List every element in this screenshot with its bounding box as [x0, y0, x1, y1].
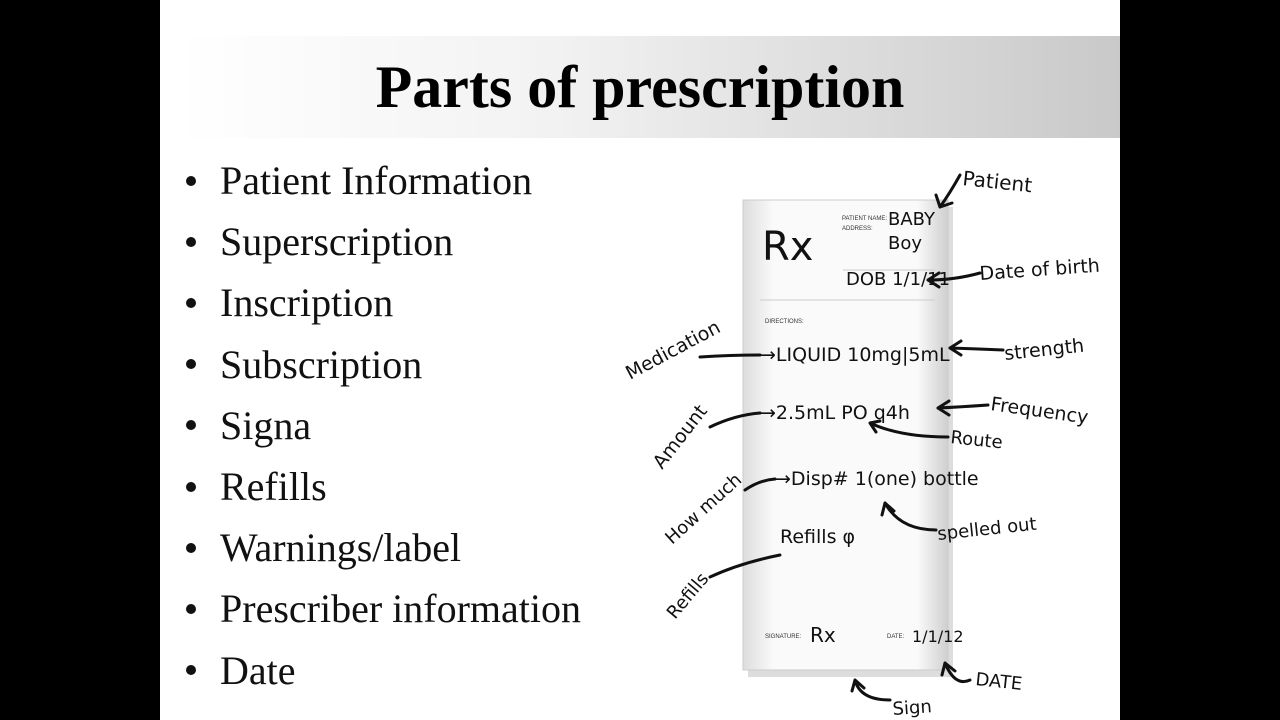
- bullet-item: Signa: [180, 395, 581, 456]
- refills-annotation: Refills: [663, 569, 713, 623]
- bullet-dot-icon: [186, 297, 196, 308]
- arrow-icon: [934, 173, 962, 209]
- slide-title: Parts of prescription: [375, 54, 905, 120]
- how-much-annotation: How much: [661, 469, 746, 548]
- patient-name-line1: BABY: [888, 209, 936, 230]
- arrow-icon: [940, 661, 972, 684]
- arrow-icon: [880, 501, 938, 532]
- prescription-illustration: Rx PATIENT NAME: ADDRESS: DIRECTIONS: SI…: [622, 166, 1101, 720]
- bullet-dot-icon: [186, 359, 196, 370]
- date-of-birth-annotation: Date of birth: [979, 255, 1101, 285]
- signature-label: SIGNATURE:: [765, 634, 802, 640]
- strength-annotation: strength: [1003, 335, 1085, 365]
- bullet-dot-icon: [186, 481, 196, 492]
- amount-value: →2.5mL PO q4h: [760, 402, 910, 424]
- bullet-dot-icon: [186, 665, 196, 676]
- frequency-annotation: Frequency: [989, 393, 1089, 428]
- arrow-icon: [708, 411, 762, 429]
- bullet-item: Date: [180, 640, 581, 701]
- arrow-icon: [743, 477, 777, 492]
- arrow-icon-group: [698, 173, 1005, 702]
- medication-annotation: Medication: [622, 316, 724, 384]
- date-annotation: DATE: [974, 669, 1023, 695]
- rx-symbol: Rx: [762, 224, 813, 270]
- route-annotation: Route: [949, 427, 1003, 453]
- bullet-list: Patient Information Superscription Inscr…: [180, 150, 581, 701]
- arrow-icon: [850, 678, 892, 702]
- arrow-icon: [948, 339, 1005, 357]
- bullet-item: Superscription: [180, 211, 581, 272]
- dob-value: DOB 1/1/11: [846, 269, 950, 290]
- bullet-item: Warnings/label: [180, 517, 581, 578]
- address-label: ADDRESS:: [842, 226, 873, 232]
- arrow-icon: [698, 353, 762, 359]
- bullet-dot-icon: [186, 175, 196, 186]
- bullet-item: Refills: [180, 456, 581, 517]
- refills-value: Refills φ: [780, 526, 855, 548]
- date-value: 1/1/12: [912, 627, 964, 646]
- title-band: [176, 36, 1120, 138]
- slide: Parts of prescription Patient Informatio…: [160, 0, 1120, 720]
- arrow-icon: [936, 399, 990, 417]
- date-label: DATE:: [887, 634, 905, 640]
- bullet-item: Patient Information: [180, 150, 581, 211]
- arrow-icon: [868, 419, 950, 439]
- patient-name-line2: Boy: [888, 233, 922, 254]
- bullet-item: Inscription: [180, 272, 581, 333]
- arrow-icon: [708, 553, 782, 579]
- bullet-dot-icon: [186, 236, 196, 247]
- medication-value: →LIQUID 10mg|5mL: [760, 344, 950, 366]
- sign-annotation: Sign: [892, 696, 933, 720]
- bullet-dot-icon: [186, 542, 196, 553]
- patient-name-label: PATIENT NAME:: [842, 216, 887, 222]
- bullet-dot-icon: [186, 420, 196, 431]
- patient-annotation: Patient: [961, 166, 1033, 197]
- amount-annotation: Amount: [649, 401, 712, 473]
- arrow-icon: [926, 271, 982, 289]
- signature-value: Rx: [810, 623, 836, 647]
- bullet-item: Subscription: [180, 334, 581, 395]
- bullet-item: Prescriber information: [180, 578, 581, 639]
- dispense-value: →Disp# 1(one) bottle: [775, 468, 979, 490]
- directions-label: DIRECTIONS:: [765, 319, 804, 325]
- bullet-dot-icon: [186, 603, 196, 614]
